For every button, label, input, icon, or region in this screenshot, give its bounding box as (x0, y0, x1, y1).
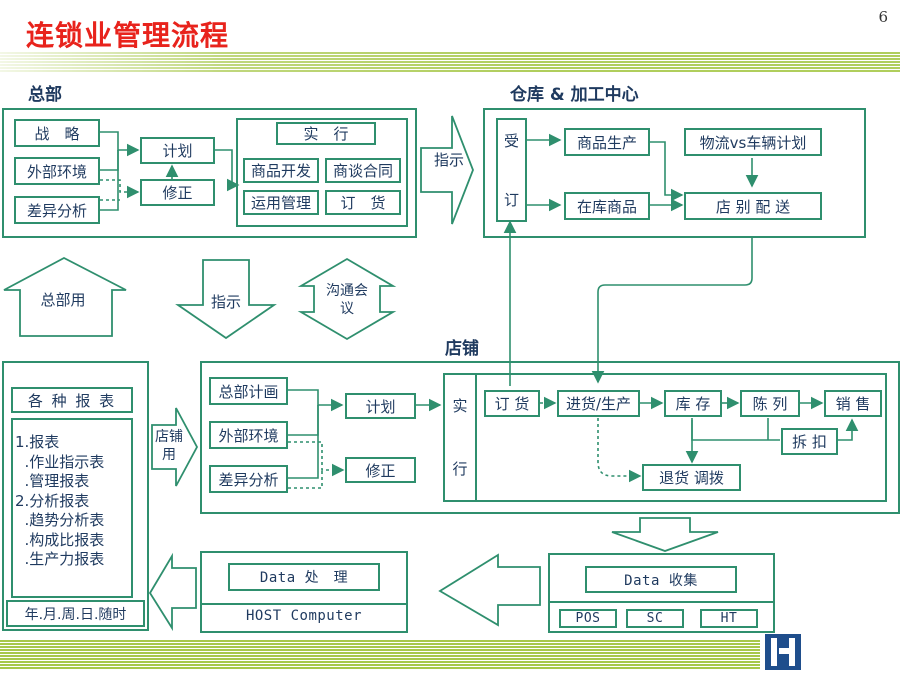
data-processing-divider (202, 603, 406, 605)
reports-frame (2, 361, 149, 631)
data-collection-frame (548, 553, 775, 633)
store-inventory: 库 存 (664, 390, 722, 417)
receive-bottom-char: 订 (503, 191, 519, 209)
instruct-down-label: 指示 (210, 293, 241, 311)
warehouse-production: 商品生产 (564, 128, 650, 156)
source-sc: SC (626, 609, 684, 628)
store-hq-plan: 总部计画 (209, 377, 288, 405)
footer-stripe (0, 640, 760, 670)
execute-bottom-char: 行 (452, 459, 468, 478)
slide-title: 连锁业管理流程 (26, 19, 230, 52)
source-pos: POS (559, 609, 617, 628)
warehouse-delivery: 店 别 配 送 (684, 192, 822, 220)
store-execute-label: 实 行 (445, 375, 477, 500)
instruct-right-label: 指示 (434, 151, 465, 169)
report-line: 1.报表 (15, 433, 60, 451)
store-plan: 计划 (345, 393, 416, 419)
store-use-label: 店铺用 (155, 429, 183, 463)
report-line: .生产力报表 (15, 550, 105, 568)
store-execute-frame (443, 373, 887, 502)
header-stripe-fade (0, 52, 900, 72)
store-purchase: 进货/生产 (557, 390, 640, 417)
warehouse-heading: 仓库 & 加工中心 (510, 85, 639, 105)
hq-operations: 运用管理 (243, 190, 319, 215)
receive-top-char: 受 (503, 132, 519, 150)
hq-negotiation: 商谈合同 (325, 158, 401, 183)
report-line: .作业指示表 (15, 452, 105, 471)
reports-list: 1.报表 .作业指示表 .管理报表 2.分析报表 .趋势分析表 .构成比报表 .… (15, 433, 133, 570)
store-order: 订 货 (484, 390, 540, 417)
company-logo (765, 634, 801, 670)
store-external-env: 外部环境 (209, 421, 288, 449)
hq-frame (2, 108, 417, 238)
store-discount: 拆 扣 (781, 428, 838, 455)
hq-use-label: 总部用 (40, 291, 86, 309)
hq-execute-label: 实 行 (276, 122, 376, 145)
report-line: .构成比报表 (15, 530, 105, 549)
reports-list-frame (11, 418, 133, 598)
warehouse-stock: 在库商品 (564, 192, 650, 220)
store-sales: 销 售 (824, 390, 882, 417)
warehouse-frame (483, 108, 866, 238)
hq-ordering: 订 货 (325, 190, 401, 215)
source-ht: HT (700, 609, 758, 628)
hq-product-dev: 商品开发 (243, 158, 319, 183)
hq-revise: 修正 (140, 179, 215, 206)
hq-strategy: 战 略 (14, 119, 100, 147)
warehouse-logistics: 物流vs车辆计划 (684, 128, 822, 156)
data-processing-frame (200, 551, 408, 633)
warehouse-receive-order: 受 订 (496, 118, 527, 222)
hq-gap-analysis: 差异分析 (14, 196, 100, 224)
execute-top-char: 实 (452, 397, 468, 416)
reports-title: 各 种 报 表 (11, 387, 133, 413)
hq-plan: 计划 (140, 137, 215, 164)
page-number: 6 (878, 8, 888, 26)
meeting-label: 沟通会议 (326, 283, 368, 317)
report-line: .管理报表 (15, 472, 90, 490)
report-line: .趋势分析表 (15, 511, 105, 529)
store-revise: 修正 (345, 457, 416, 483)
hq-external-env: 外部环境 (14, 157, 100, 185)
hq-execute-frame (236, 118, 408, 227)
data-collection-label: Data 收集 (585, 566, 737, 593)
host-computer-label: HOST Computer (245, 608, 363, 624)
store-gap-analysis: 差异分析 (209, 465, 288, 493)
store-heading: 店铺 (445, 339, 479, 359)
reports-periods: 年.月.周.日.随时 (6, 600, 145, 627)
data-processing-label: Data 处 理 (228, 563, 380, 591)
data-collection-divider (550, 601, 773, 603)
hq-heading: 总部 (28, 85, 62, 105)
store-display: 陈 列 (740, 390, 800, 417)
store-frame (200, 361, 900, 514)
store-returns: 退货 调拨 (642, 464, 741, 491)
report-line: 2.分析报表 (15, 491, 90, 510)
